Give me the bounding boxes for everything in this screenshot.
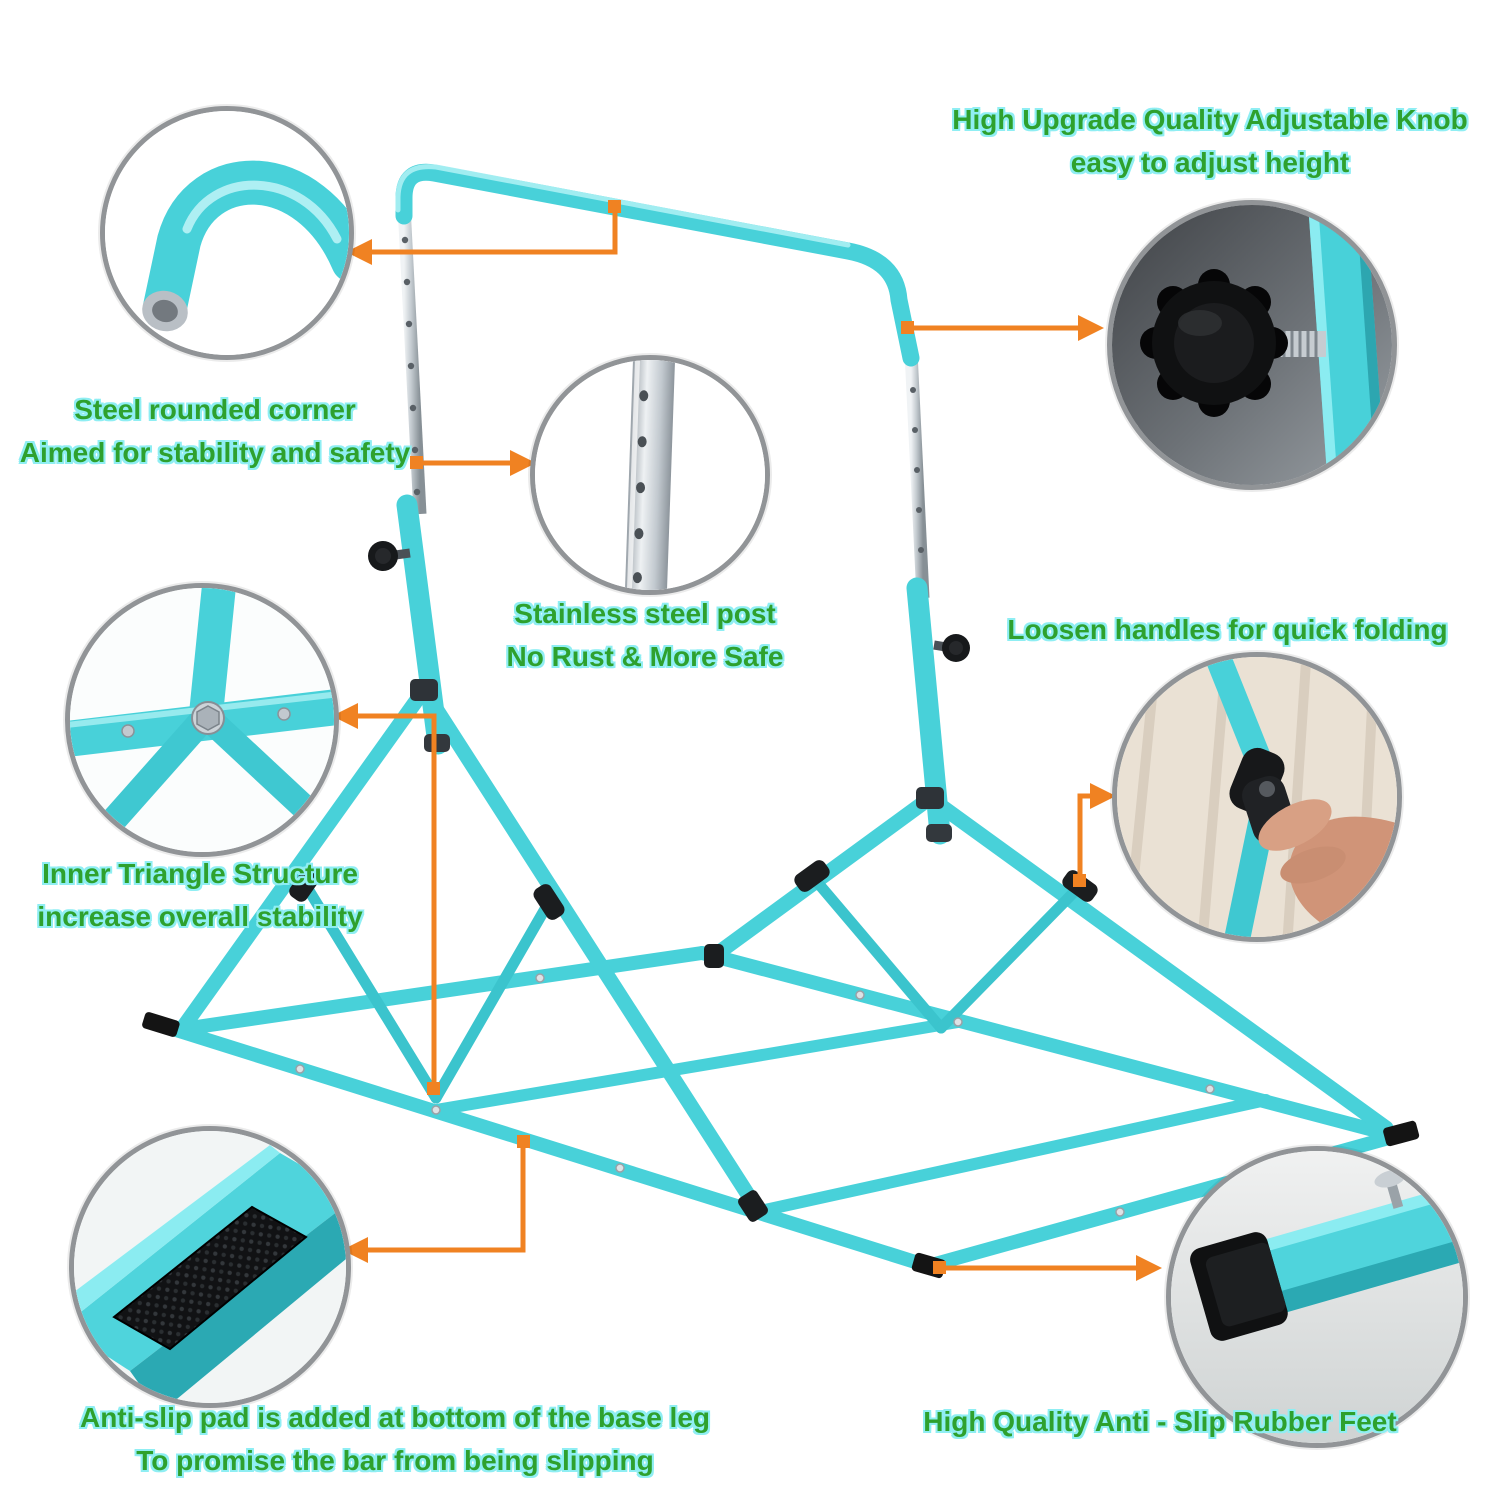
post-detail-illustration (535, 360, 765, 590)
triangle-detail-illustration (70, 588, 334, 852)
corner-label-line1: Steel rounded corner (74, 394, 356, 425)
feet-label-line1: High Quality Anti - Slip Rubber Feet (923, 1406, 1397, 1437)
frame-bolts (295, 973, 1215, 1217)
antislip-label-line1: Anti-slip pad is added at bottom of the … (79, 1402, 711, 1433)
corner-detail-circle (100, 106, 354, 360)
post-detail-circle (530, 355, 770, 595)
post-label-line1: Stainless steel post (514, 598, 776, 629)
rubber-feet (142, 944, 1420, 1279)
post-label-line2: No Rust & More Safe (506, 641, 784, 672)
triangle-label-line1: Inner Triangle Structure (42, 858, 358, 889)
corner-connector (358, 210, 618, 255)
corner-detail-illustration (105, 111, 349, 355)
antislip-connector (368, 1145, 526, 1253)
triangle-label: Inner Triangle Structure increase overal… (0, 852, 400, 938)
folding-joints (289, 860, 1098, 920)
antislip-label-line2: To promise the bar from being slipping (136, 1445, 654, 1476)
adjustment-holes (401, 236, 924, 553)
connector-dots (410, 200, 1086, 1274)
knob-label: High Upgrade Quality Adjustable Knob eas… (920, 98, 1500, 184)
left-leg-collar (410, 679, 438, 701)
antislip-detail-circle (69, 1126, 351, 1408)
corner-label-line2: Aimed for stability and safety (19, 437, 411, 468)
handles-connector (1077, 793, 1092, 880)
grip-pad (114, 1207, 306, 1349)
triangle-detail-circle (65, 583, 339, 857)
black-knob (1140, 269, 1288, 417)
feet-detail-circle (1166, 1146, 1468, 1448)
cross-member-right (750, 1094, 1272, 1218)
antislip-label: Anti-slip pad is added at bottom of the … (15, 1396, 775, 1482)
triangle-label-line2: increase overall stability (37, 901, 363, 932)
knob-label-line1: High Upgrade Quality Adjustable Knob (952, 104, 1468, 135)
handles-detail-circle (1112, 652, 1402, 942)
feet-label: High Quality Anti - Slip Rubber Feet (855, 1400, 1465, 1443)
right-leg-collar (916, 787, 944, 809)
adjustable-knobs (368, 541, 970, 662)
handles-label: Loosen handles for quick folding (955, 608, 1500, 651)
knob-detail-circle (1107, 200, 1397, 490)
knob-detail-illustration (1112, 205, 1392, 485)
left-lower-post (396, 494, 449, 755)
base-frame (169, 946, 1403, 1273)
antislip-detail-illustration (74, 1131, 346, 1403)
post-label: Stainless steel post No Rust & More Safe (435, 592, 855, 678)
knob-label-line2: easy to adjust height (1070, 147, 1350, 178)
callout-connectors (332, 200, 1162, 1281)
triangle-connector (356, 713, 437, 1088)
base-tube (1247, 1189, 1463, 1309)
handles-detail-illustration (1117, 657, 1397, 937)
inner-triangle-braces (299, 870, 1086, 1104)
cross-member-left (430, 1016, 964, 1116)
corner-label: Steel rounded corner Aimed for stability… (0, 388, 430, 474)
top-bar (395, 163, 920, 367)
handles-label-line1: Loosen handles for quick folding (1007, 614, 1448, 645)
connector-arrowheads (332, 239, 1162, 1281)
feet-detail-illustration (1171, 1151, 1463, 1443)
